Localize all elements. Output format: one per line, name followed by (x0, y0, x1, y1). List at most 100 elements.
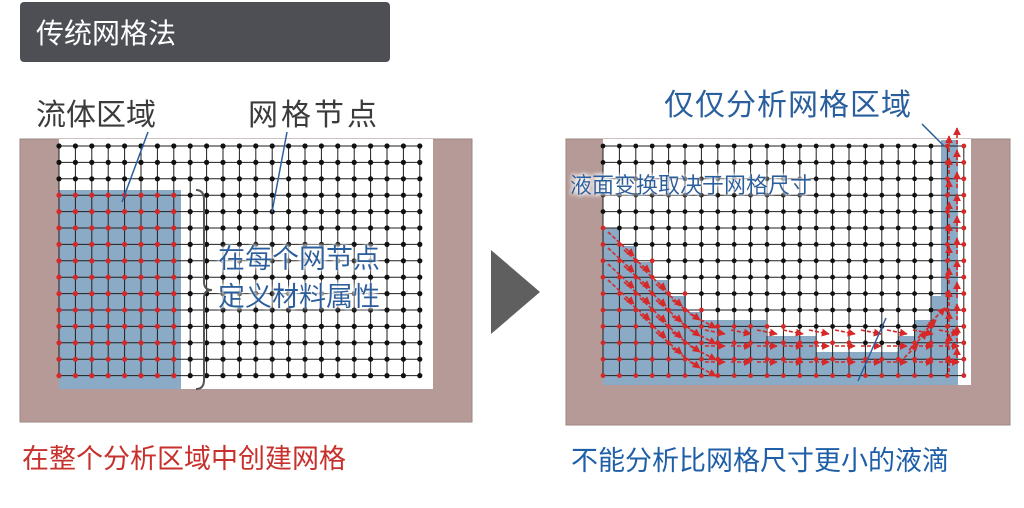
fluid-node (731, 373, 737, 378)
grid-node (764, 225, 770, 231)
right-panel: 仅仅分析网格区域 液面变换取决于网格尺寸 不能分析比网格尺寸更小的液滴 (565, 88, 1011, 477)
grid-node (649, 209, 655, 215)
grid-node (417, 356, 423, 362)
grid-node (302, 356, 308, 362)
grid-node (863, 274, 868, 280)
velocity-arrow (689, 345, 717, 361)
grid-node (417, 241, 423, 247)
grid-node (715, 307, 721, 313)
fluid-node (633, 340, 639, 346)
grid-node (72, 176, 78, 182)
grid-node (368, 176, 374, 182)
grid-node (748, 143, 753, 149)
grid-node (879, 307, 885, 313)
grid-node (781, 225, 786, 231)
fluid-node (72, 373, 78, 379)
grid-node (154, 159, 160, 165)
velocity-arrow (730, 328, 752, 337)
velocity-arrow (782, 328, 804, 337)
fluid-node (154, 274, 160, 280)
callout-line-1: 在每个网节点 (218, 244, 380, 275)
grid-node (748, 307, 753, 313)
grid-node (236, 143, 242, 149)
grid-node (731, 274, 737, 280)
grid-node (764, 176, 770, 182)
fluid-node (731, 356, 737, 362)
grid-node (781, 160, 786, 165)
fluid-node (830, 340, 835, 346)
grid-node (846, 258, 852, 264)
left-panel: 流体区域 网格节点 在每个网节点 定义材料属性 在整个分析区域中创建网格 (19, 98, 473, 475)
grid-node (400, 143, 406, 149)
fluid-node (682, 356, 688, 362)
grid-node (846, 225, 852, 231)
grid-node (171, 159, 177, 165)
fluid-node (617, 324, 622, 329)
grid-node (928, 291, 934, 296)
fluid-node (154, 225, 160, 231)
grid-node (748, 258, 753, 264)
fluid-node (171, 192, 177, 198)
label-grid-nodes: 网格节点 (248, 98, 380, 133)
fluid-node (72, 274, 78, 280)
grid-node (797, 225, 803, 231)
fluid-node (171, 323, 177, 329)
grid-node (220, 340, 226, 346)
grid-node (236, 307, 242, 313)
grid-node (400, 159, 406, 165)
grid-node (633, 225, 639, 231)
grid-node (368, 356, 374, 362)
fluid-node (928, 373, 934, 378)
grid-node (286, 258, 292, 264)
grid-node (797, 242, 803, 247)
grid-node (928, 160, 934, 165)
fluid-node (600, 356, 606, 362)
fluid-node (945, 307, 950, 313)
grid-node (863, 225, 868, 231)
grid-node (302, 176, 308, 182)
grid-node (204, 258, 210, 264)
fluid-node (748, 340, 753, 346)
grid-node (286, 274, 292, 280)
grid-node (863, 143, 868, 149)
leader-droplet (857, 317, 887, 382)
grid-node (351, 356, 357, 362)
grid-node (764, 274, 770, 280)
label-analysis-region: 仅仅分析网格区域 (664, 88, 912, 123)
grid-node (204, 176, 210, 182)
grid-node (318, 209, 324, 215)
grid-node (863, 258, 868, 264)
grid-node (204, 241, 210, 247)
fluid-node (961, 373, 967, 378)
grid-node (236, 209, 242, 215)
grid-node (912, 274, 917, 280)
fluid-node (138, 340, 144, 346)
grid-node (781, 176, 786, 182)
grid-node (286, 209, 292, 215)
fluid-node (171, 373, 177, 379)
grid-node (649, 176, 655, 182)
grid-node (879, 143, 885, 149)
fluid-node (171, 340, 177, 346)
fluid-node (122, 274, 128, 280)
fluid-node (764, 356, 770, 362)
grid-node (236, 373, 242, 379)
fluid-node (666, 356, 671, 362)
grid-node (748, 274, 753, 280)
velocity-arrow (808, 328, 830, 337)
grid-node (879, 225, 885, 231)
fluid-node (715, 340, 721, 346)
grid-node (649, 160, 655, 165)
grid-node (286, 159, 292, 165)
grid-node (400, 291, 406, 297)
header-box: 传统网格法 (20, 2, 390, 62)
grid-node (335, 356, 341, 362)
fluid-node (138, 291, 144, 297)
grid-node (368, 209, 374, 215)
fluid-node (122, 258, 128, 264)
grid-node (220, 209, 226, 215)
grid-node (318, 291, 324, 297)
grid-node (682, 176, 688, 182)
grid-node (417, 373, 423, 379)
grid-node (286, 225, 292, 231)
